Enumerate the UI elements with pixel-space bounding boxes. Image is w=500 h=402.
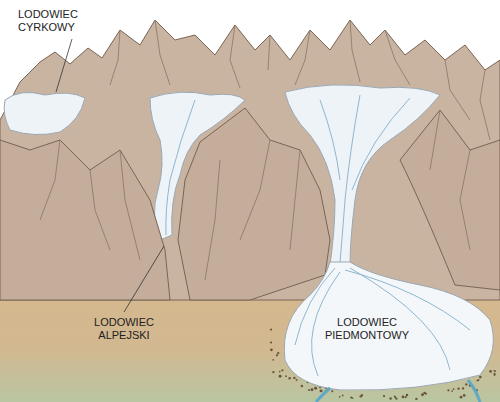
- moraine-dot: [415, 398, 417, 400]
- moraine-dot: [339, 396, 341, 398]
- leader-lines: [56, 39, 164, 312]
- moraine-dot: [451, 390, 453, 392]
- moraine-dot: [406, 394, 408, 396]
- moraine-dot: [457, 387, 459, 389]
- back-mountains: [0, 20, 500, 300]
- moraine-dot: [359, 395, 361, 397]
- moraine-dot: [453, 388, 455, 390]
- glacier-label: LODOWIEC CYRKOWY: [18, 8, 98, 34]
- meltwater-streams: [316, 380, 480, 402]
- front-ridge-left: [0, 140, 170, 300]
- moraine-dot: [462, 387, 464, 389]
- moraine-dot: [301, 385, 304, 388]
- moraine-dot: [395, 398, 397, 400]
- moraine-dot: [405, 396, 407, 398]
- moraine-dot: [314, 387, 317, 390]
- moraine-dot: [489, 370, 492, 373]
- moraine-dot: [279, 375, 282, 378]
- moraine-dot: [389, 397, 392, 400]
- moraine-dot: [293, 377, 295, 379]
- moraine-dot: [308, 389, 310, 391]
- moraine-dot: [277, 352, 279, 354]
- moraine-dot: [394, 395, 396, 397]
- moraine-dot: [272, 359, 274, 361]
- moraine-dot: [477, 379, 479, 381]
- moraine-dot: [479, 376, 482, 379]
- moraine-dot: [463, 394, 466, 397]
- moraine-dot: [494, 370, 496, 372]
- moraine-dot: [342, 395, 344, 397]
- moraine-dot: [493, 370, 495, 372]
- moraine-dot: [281, 369, 283, 371]
- moraine-dot: [494, 374, 496, 376]
- front-texture: [40, 110, 470, 280]
- front-ridge-middle: [178, 108, 330, 300]
- moraine-dot: [460, 396, 463, 399]
- moraine-dot: [321, 390, 323, 392]
- moraine-dot: [276, 354, 278, 356]
- moraine-dot: [465, 383, 467, 385]
- moraine-dot: [352, 397, 354, 399]
- piedmont-glacier: [284, 262, 493, 390]
- piedmont-flow-lines: [295, 268, 470, 376]
- moraine-dot: [285, 375, 287, 377]
- moraine-dot: [272, 371, 274, 373]
- moraine-dot: [270, 329, 272, 331]
- moraine-dot: [270, 348, 273, 351]
- moraine-dot: [270, 341, 272, 343]
- moraine-dot: [383, 395, 385, 397]
- cirque-glacier: [4, 92, 85, 134]
- moraine-dot: [311, 388, 314, 391]
- moraine-dot: [331, 390, 333, 392]
- front-ridge-right: [400, 110, 500, 290]
- moraine-dot: [320, 389, 323, 392]
- moraine-dot: [402, 396, 405, 399]
- moraine-dot: [296, 379, 298, 381]
- glacier-label: LODOWIEC ALPEJSKI: [82, 316, 166, 342]
- moraine-dot: [447, 389, 449, 391]
- moraine-dot: [288, 377, 290, 379]
- moraine-dot: [279, 371, 281, 373]
- moraine-dot: [425, 393, 427, 395]
- glacier-label: LODOWIEC PIEDMONTOWY: [315, 316, 419, 342]
- moraine-dot: [421, 393, 424, 396]
